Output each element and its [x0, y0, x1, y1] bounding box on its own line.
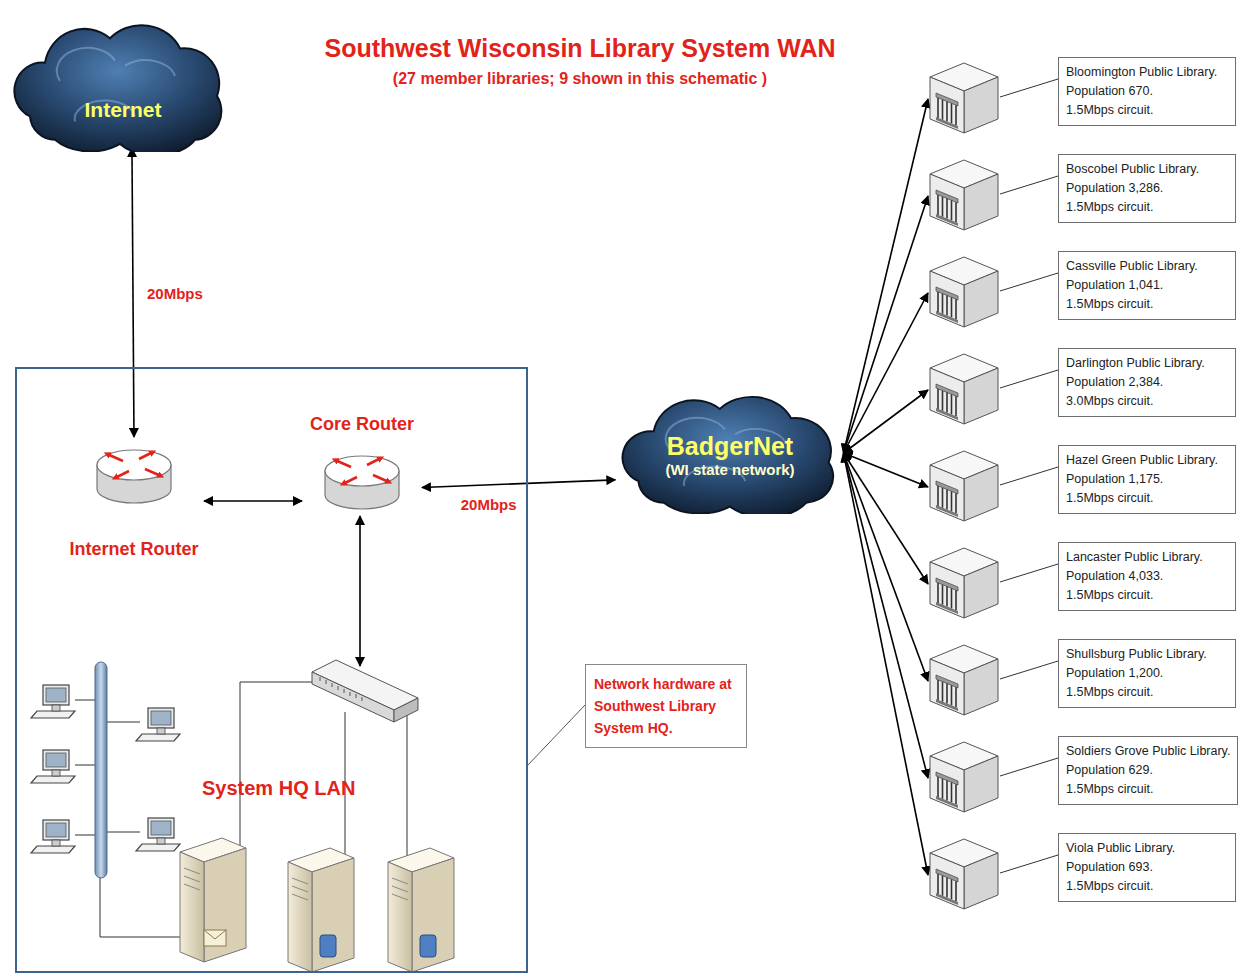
router-icon	[321, 445, 403, 517]
library-info-line: Darlington Public Library.	[1066, 354, 1228, 373]
network-link	[843, 293, 928, 453]
internet-router: Internet Router	[64, 437, 204, 565]
network-link	[204, 500, 302, 502]
library-info-line: 1.5Mbps circuit.	[1066, 683, 1228, 702]
bandwidth-label: 20Mbps	[459, 496, 519, 513]
cloud-shape	[5, 20, 235, 152]
link-line	[1000, 451, 1058, 491]
network-link	[843, 99, 928, 453]
library-info-line: Population 4,033.	[1066, 567, 1228, 586]
link-line	[1000, 645, 1058, 685]
router-icon	[93, 439, 175, 511]
network-link	[843, 453, 928, 487]
library-building-icon	[928, 837, 1000, 913]
link-line	[1000, 354, 1058, 394]
library-site: Hazel Green Public Library.Population 1,…	[928, 445, 1236, 525]
library-info-line: Viola Public Library.	[1066, 839, 1228, 858]
library-building-icon	[928, 449, 1000, 525]
network-link	[843, 196, 928, 453]
library-site: Darlington Public Library.Population 2,3…	[928, 348, 1236, 428]
cloud-sublabel: (WI state network)	[665, 461, 794, 478]
library-site: Lancaster Public Library.Population 4,03…	[928, 542, 1236, 622]
library-site: Cassville Public Library.Population 1,04…	[928, 251, 1236, 331]
link-line	[1000, 63, 1058, 103]
library-info-line: 1.5Mbps circuit.	[1066, 198, 1228, 217]
library-info-box: Viola Public Library.Population 693.1.5M…	[1058, 833, 1236, 902]
library-info-line: 1.5Mbps circuit.	[1066, 295, 1228, 314]
callout-text: Network hardware at Southwest Library Sy…	[594, 673, 738, 739]
library-info-line: Population 1,041.	[1066, 276, 1228, 295]
cloud-label: Internet	[84, 98, 161, 122]
library-info-line: 1.5Mbps circuit.	[1066, 877, 1228, 896]
library-info-box: Soldiers Grove Public Library.Population…	[1058, 736, 1238, 805]
library-site: Bloomington Public Library.Population 67…	[928, 57, 1236, 137]
library-info-box: Lancaster Public Library.Population 4,03…	[1058, 542, 1236, 611]
network-link	[843, 453, 928, 778]
badgernet-cloud: BadgerNet(WI state network)	[613, 392, 847, 514]
library-site: Shullsburg Public Library.Population 1,2…	[928, 639, 1236, 719]
library-site: Boscobel Public Library.Population 3,286…	[928, 154, 1236, 234]
library-building-icon	[928, 643, 1000, 719]
library-building-icon	[928, 255, 1000, 331]
router-label: Internet Router	[69, 539, 198, 560]
library-info-box: Boscobel Public Library.Population 3,286…	[1058, 154, 1236, 223]
network-link	[843, 453, 928, 875]
library-info-line: Bloomington Public Library.	[1066, 63, 1228, 82]
library-info-line: Population 3,286.	[1066, 179, 1228, 198]
library-info-line: Lancaster Public Library.	[1066, 548, 1228, 567]
router-label: Core Router	[310, 414, 414, 435]
library-info-line: Shullsburg Public Library.	[1066, 645, 1228, 664]
library-info-line: 1.5Mbps circuit.	[1066, 101, 1228, 120]
hq-region: System HQ LAN Internet Router Core Router	[15, 367, 528, 973]
library-info-line: 1.5Mbps circuit.	[1066, 489, 1228, 508]
library-info-line: Population 693.	[1066, 858, 1228, 877]
library-info-box: Darlington Public Library.Population 2,3…	[1058, 348, 1236, 417]
library-info-line: Population 629.	[1066, 761, 1230, 780]
library-info-line: 1.5Mbps circuit.	[1066, 780, 1230, 799]
library-info-line: Boscobel Public Library.	[1066, 160, 1228, 179]
bandwidth-label: 20Mbps	[145, 285, 205, 302]
network-link	[843, 453, 928, 681]
internet-cloud: Internet	[5, 20, 235, 152]
library-info-line: Soldiers Grove Public Library.	[1066, 742, 1230, 761]
library-site: Viola Public Library.Population 693.1.5M…	[928, 833, 1236, 913]
link-line	[1000, 839, 1058, 879]
network-link	[843, 390, 928, 453]
link-line	[1000, 548, 1058, 588]
library-building-icon	[928, 61, 1000, 137]
library-info-line: Cassville Public Library.	[1066, 257, 1228, 276]
cloud-label: BadgerNet	[667, 432, 793, 461]
library-info-line: Hazel Green Public Library.	[1066, 451, 1228, 470]
library-building-icon	[928, 158, 1000, 234]
library-building-icon	[928, 740, 1000, 816]
library-info-box: Cassville Public Library.Population 1,04…	[1058, 251, 1236, 320]
region-label: System HQ LAN	[202, 777, 355, 800]
library-info-line: Population 2,384.	[1066, 373, 1228, 392]
library-info-line: 3.0Mbps circuit.	[1066, 392, 1228, 411]
library-building-icon	[928, 546, 1000, 622]
network-link	[422, 480, 615, 488]
network-link	[132, 148, 134, 437]
library-info-box: Hazel Green Public Library.Population 1,…	[1058, 445, 1236, 514]
library-site: Soldiers Grove Public Library.Population…	[928, 736, 1238, 816]
library-building-icon	[928, 352, 1000, 428]
core-router: Core Router	[302, 399, 422, 517]
library-info-line: Population 670.	[1066, 82, 1228, 101]
library-info-box: Shullsburg Public Library.Population 1,2…	[1058, 639, 1236, 708]
library-info-line: 1.5Mbps circuit.	[1066, 586, 1228, 605]
library-info-line: Population 1,200.	[1066, 664, 1228, 683]
library-info-line: Population 1,175.	[1066, 470, 1228, 489]
link-line	[1000, 742, 1058, 782]
callout-box: Network hardware at Southwest Library Sy…	[585, 664, 747, 748]
link-line	[1000, 160, 1058, 200]
link-line	[1000, 257, 1058, 297]
library-info-box: Bloomington Public Library.Population 67…	[1058, 57, 1236, 126]
